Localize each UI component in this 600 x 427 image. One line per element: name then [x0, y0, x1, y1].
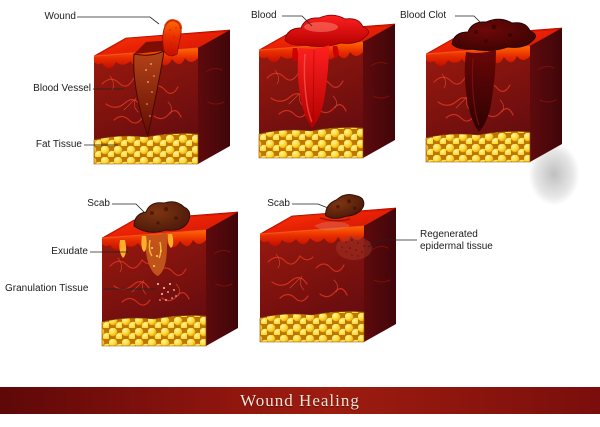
- exudate-dots: [151, 247, 162, 267]
- label-scab-stage4: Scab: [87, 198, 110, 209]
- blood-drip: [332, 46, 339, 58]
- regenerated-tissue-patch: [336, 236, 372, 260]
- blood-streak: [303, 53, 313, 123]
- scab: [133, 201, 191, 233]
- label-exudate: Exudate: [51, 246, 88, 257]
- label-blood: Blood: [251, 10, 277, 21]
- label-blood-vessel: Blood Vessel: [33, 83, 91, 94]
- healed-surface: [314, 221, 350, 231]
- exudate-drip: [141, 236, 147, 252]
- blood-filled-wound: [297, 45, 329, 128]
- exudate-drip: [119, 240, 127, 258]
- clot-texture: [473, 24, 512, 43]
- label-wound: Wound: [44, 11, 76, 22]
- label-regenerated-epidermal-tissue: Regenerated epidermal tissue: [420, 229, 493, 252]
- lifting-scab: [325, 194, 365, 219]
- label-blood-clot: Blood Clot: [400, 10, 447, 21]
- label-granulation-tissue: Granulation Tissue: [5, 283, 89, 294]
- skin-block-stage-1-wound: [88, 18, 238, 174]
- wound-texture-dots: [145, 63, 155, 117]
- skin-block-base: [102, 212, 238, 346]
- skin-block-stage-3-blood-clot: [420, 18, 570, 172]
- skin-block-stage-4-scab: [96, 201, 246, 356]
- regenerated-tissue-dots: [341, 239, 367, 257]
- exudate-drip: [167, 234, 174, 248]
- clot-streak: [471, 57, 480, 126]
- blood-shade: [312, 49, 315, 125]
- title-banner: Wound Healing: [0, 387, 600, 414]
- granulation-dots: [157, 283, 177, 301]
- skin-flap-dots: [169, 27, 177, 51]
- diagram-title: Wound Healing: [240, 390, 360, 410]
- scab-texture: [150, 206, 178, 225]
- exudate-channel: [145, 232, 167, 276]
- skin-flap-edge: [163, 18, 183, 30]
- wound-gash: [133, 50, 165, 138]
- blood-drip: [292, 48, 299, 62]
- blood-highlight: [304, 22, 338, 32]
- skin-block-stage-5-regenerated: [254, 194, 404, 352]
- blood-clot: [451, 18, 536, 52]
- scab-shadow-line: [319, 217, 351, 222]
- skin-block-stage-2-blood: [253, 14, 403, 168]
- label-scab-stage5: Scab: [267, 198, 290, 209]
- label-fat-tissue: Fat Tissue: [35, 139, 82, 150]
